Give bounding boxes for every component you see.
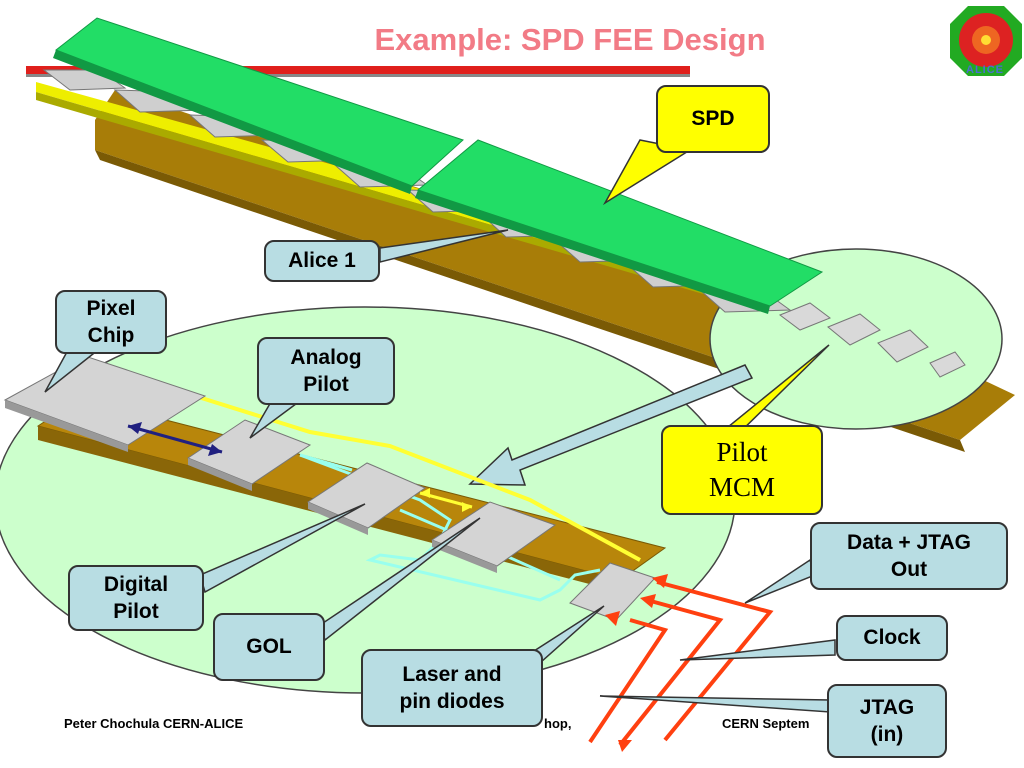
label-spd: SPD [656,85,770,153]
footer-author: Peter Chochula CERN-ALICE [64,716,244,731]
zoom-arrow [468,364,754,486]
label-clock: Clock [836,615,948,661]
label-alice1: Alice 1 [264,240,380,282]
bus-arrow-blue [127,424,223,454]
trace-yellow [159,383,641,562]
label-gol: GOL [213,613,325,681]
footer-middle: hop, [544,716,572,731]
alice-logo [950,6,1022,76]
label-digital-pilot: Digital Pilot [68,565,204,631]
page-title: Example: SPD FEE Design [374,22,766,57]
footer-right: CERN Septem [722,716,810,731]
label-pixel-chip: Pixel Chip [55,290,167,354]
digital-pilot-chip [306,462,427,529]
title-rule [26,66,690,76]
mcm-chips-small [778,302,966,378]
gol-chip [430,501,557,567]
label-pilot-mcm: Pilot MCM [661,425,823,515]
label-laser-pin: Laser and pin diodes [361,649,543,727]
label-jtag-in: JTAG (in) [827,684,947,758]
label-analog-pilot: Analog Pilot [257,337,395,405]
label-data-jtag-out: Data + JTAG Out [810,522,1008,590]
logo-text: ALICE [966,64,1004,76]
